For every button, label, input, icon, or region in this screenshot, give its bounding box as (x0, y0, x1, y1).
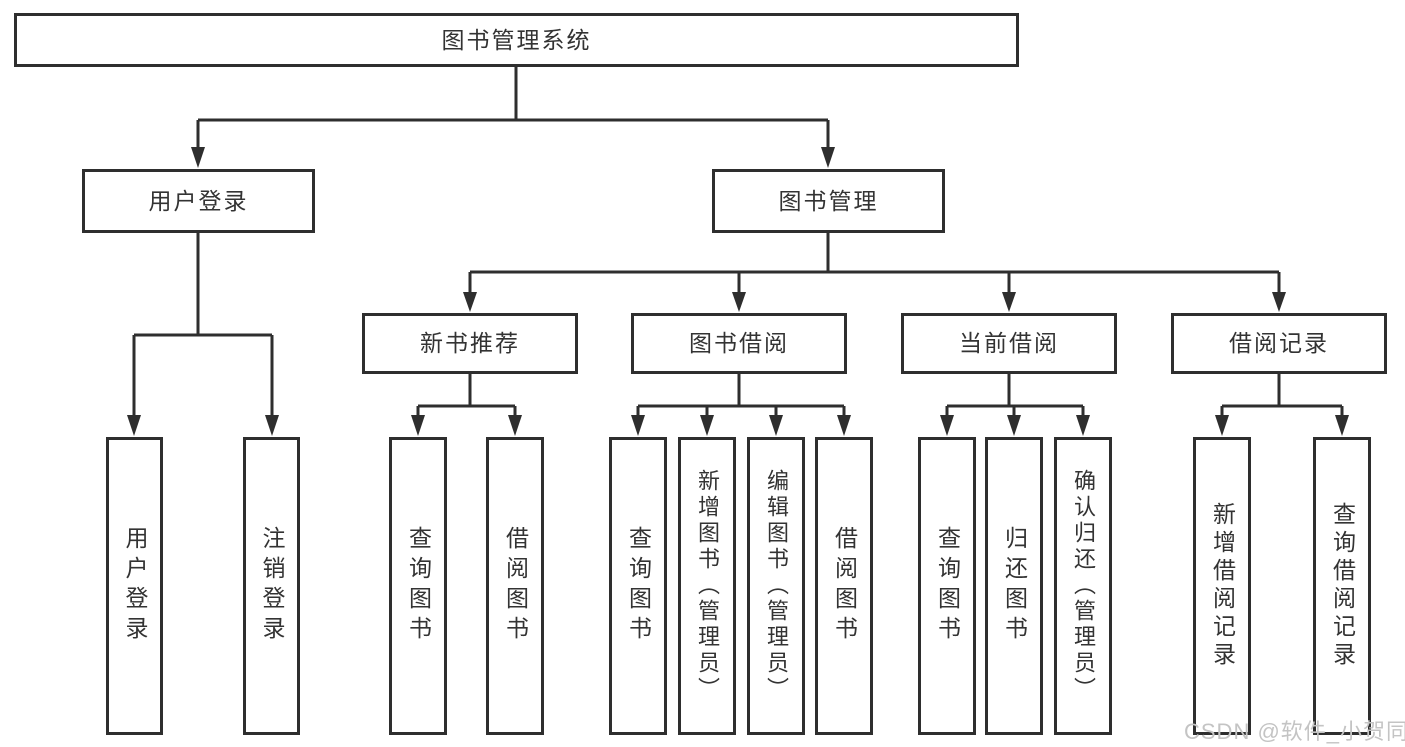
leaf-edit-books-admin: 编辑图书（管理员） (747, 437, 805, 735)
node-user-login-module: 用户登录 (82, 169, 315, 233)
node-book-management-label: 图书管理 (778, 187, 879, 214)
leaf-return-books: 归还图书 (985, 437, 1043, 735)
leaf-add-borrow-record-label: 新增借阅记录 (1209, 502, 1236, 670)
node-book-borrow: 图书借阅 (631, 313, 847, 374)
leaf-borrow-books-1-label: 借阅图书 (502, 526, 529, 646)
leaf-edit-books-admin-label: 编辑图书（管理员） (764, 469, 789, 703)
node-book-borrow-label: 图书借阅 (689, 330, 789, 356)
leaf-query-books-3: 查询图书 (918, 437, 976, 735)
leaf-borrow-books-2-label: 借阅图书 (831, 526, 858, 646)
csdn-watermark: CSDN @软件_小贺同学 (1184, 719, 1405, 744)
node-current-borrow: 当前借阅 (901, 313, 1117, 374)
leaf-add-books-admin-label: 新增图书（管理员） (695, 469, 720, 703)
node-borrow-record-label: 借阅记录 (1229, 330, 1329, 356)
leaf-logout-label: 注销登录 (259, 526, 285, 646)
node-root-label: 图书管理系统 (441, 26, 592, 53)
node-root-system: 图书管理系统 (14, 13, 1019, 67)
leaf-confirm-return-admin-label: 确认归还（管理员） (1071, 469, 1096, 703)
leaf-query-books-2: 查询图书 (609, 437, 667, 735)
leaf-query-books-3-label: 查询图书 (934, 526, 961, 646)
leaf-add-borrow-record: 新增借阅记录 (1193, 437, 1251, 735)
leaf-borrow-books-2: 借阅图书 (815, 437, 873, 735)
leaf-logout: 注销登录 (243, 437, 300, 735)
node-user-login-label: 用户登录 (148, 187, 249, 214)
leaf-confirm-return-admin: 确认归还（管理员） (1054, 437, 1112, 735)
leaf-add-books-admin: 新增图书（管理员） (678, 437, 736, 735)
leaf-query-books-1-label: 查询图书 (405, 526, 432, 646)
node-book-management-module: 图书管理 (712, 169, 945, 233)
node-borrow-record: 借阅记录 (1171, 313, 1387, 374)
node-current-borrow-label: 当前借阅 (959, 330, 1059, 356)
leaf-query-borrow-record-label: 查询借阅记录 (1329, 502, 1356, 670)
leaf-query-books-2-label: 查询图书 (625, 526, 652, 646)
arrowheads (127, 147, 1349, 436)
node-new-book-recommend: 新书推荐 (362, 313, 578, 374)
leaf-borrow-books-1: 借阅图书 (486, 437, 544, 735)
leaf-user-login-label: 用户登录 (122, 526, 148, 646)
node-new-book-recommend-label: 新书推荐 (420, 330, 520, 356)
leaf-return-books-label: 归还图书 (1001, 526, 1028, 646)
leaf-query-borrow-record: 查询借阅记录 (1313, 437, 1371, 735)
leaf-user-login: 用户登录 (106, 437, 163, 735)
leaf-query-books-1: 查询图书 (389, 437, 447, 735)
